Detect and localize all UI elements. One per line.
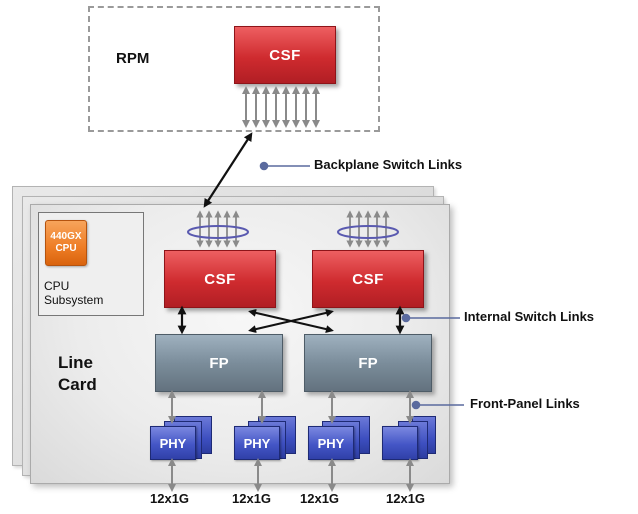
port-label-3: 12x1G <box>300 491 340 506</box>
rpm-csf-block: CSF <box>234 26 336 84</box>
front-panel-links-label: Front-Panel Links <box>470 396 580 411</box>
line-card-label-line2: Card <box>58 375 97 394</box>
line-card-label: Line Card <box>58 352 97 396</box>
backplane-callout-dot <box>259 161 269 171</box>
csf-right-top-bundle <box>346 210 390 248</box>
cross-link-2 <box>248 309 334 333</box>
cpu-chip: 440GX CPU <box>45 220 87 266</box>
fp-block-left: FP <box>155 334 283 392</box>
port-label-4: 12x1G <box>386 491 426 506</box>
cpu-chip-label: CPU <box>55 243 77 254</box>
backplane-link-arrow <box>203 132 253 208</box>
port-label-2: 12x1G <box>232 491 272 506</box>
cpu-subsystem-label-line1: CPU <box>44 279 70 293</box>
line-card-csf-right: CSF <box>312 250 424 308</box>
fp-block-right: FP <box>304 334 432 392</box>
phy-chip-2: PHY <box>234 426 280 460</box>
line-card-label-line1: Line <box>58 353 93 372</box>
csf-left-top-bundle <box>196 210 240 248</box>
cpu-subsystem-label-line2: Subsystem <box>44 293 104 307</box>
internal-callout-dot <box>401 313 411 323</box>
csf-right-bundle-ring <box>337 225 399 239</box>
front-panel-callout-dot <box>411 400 421 410</box>
phy-chip-3: PHY <box>308 426 354 460</box>
port-label-1: 12x1G <box>150 491 190 506</box>
rpm-label: RPM <box>116 50 150 67</box>
line-card-csf-left: CSF <box>164 250 276 308</box>
backplane-links-label: Backplane Switch Links <box>314 157 463 172</box>
csf-left-bundle-ring <box>187 225 249 239</box>
phy-chip-4 <box>382 426 418 460</box>
rpm-link-bundle <box>242 86 320 128</box>
internal-links-label: Internal Switch Links <box>464 309 595 324</box>
rpm-box <box>88 6 380 132</box>
cpu-subsystem-label: CPU Subsystem <box>44 279 103 307</box>
cpu-chip-model: 440GX <box>50 231 82 242</box>
